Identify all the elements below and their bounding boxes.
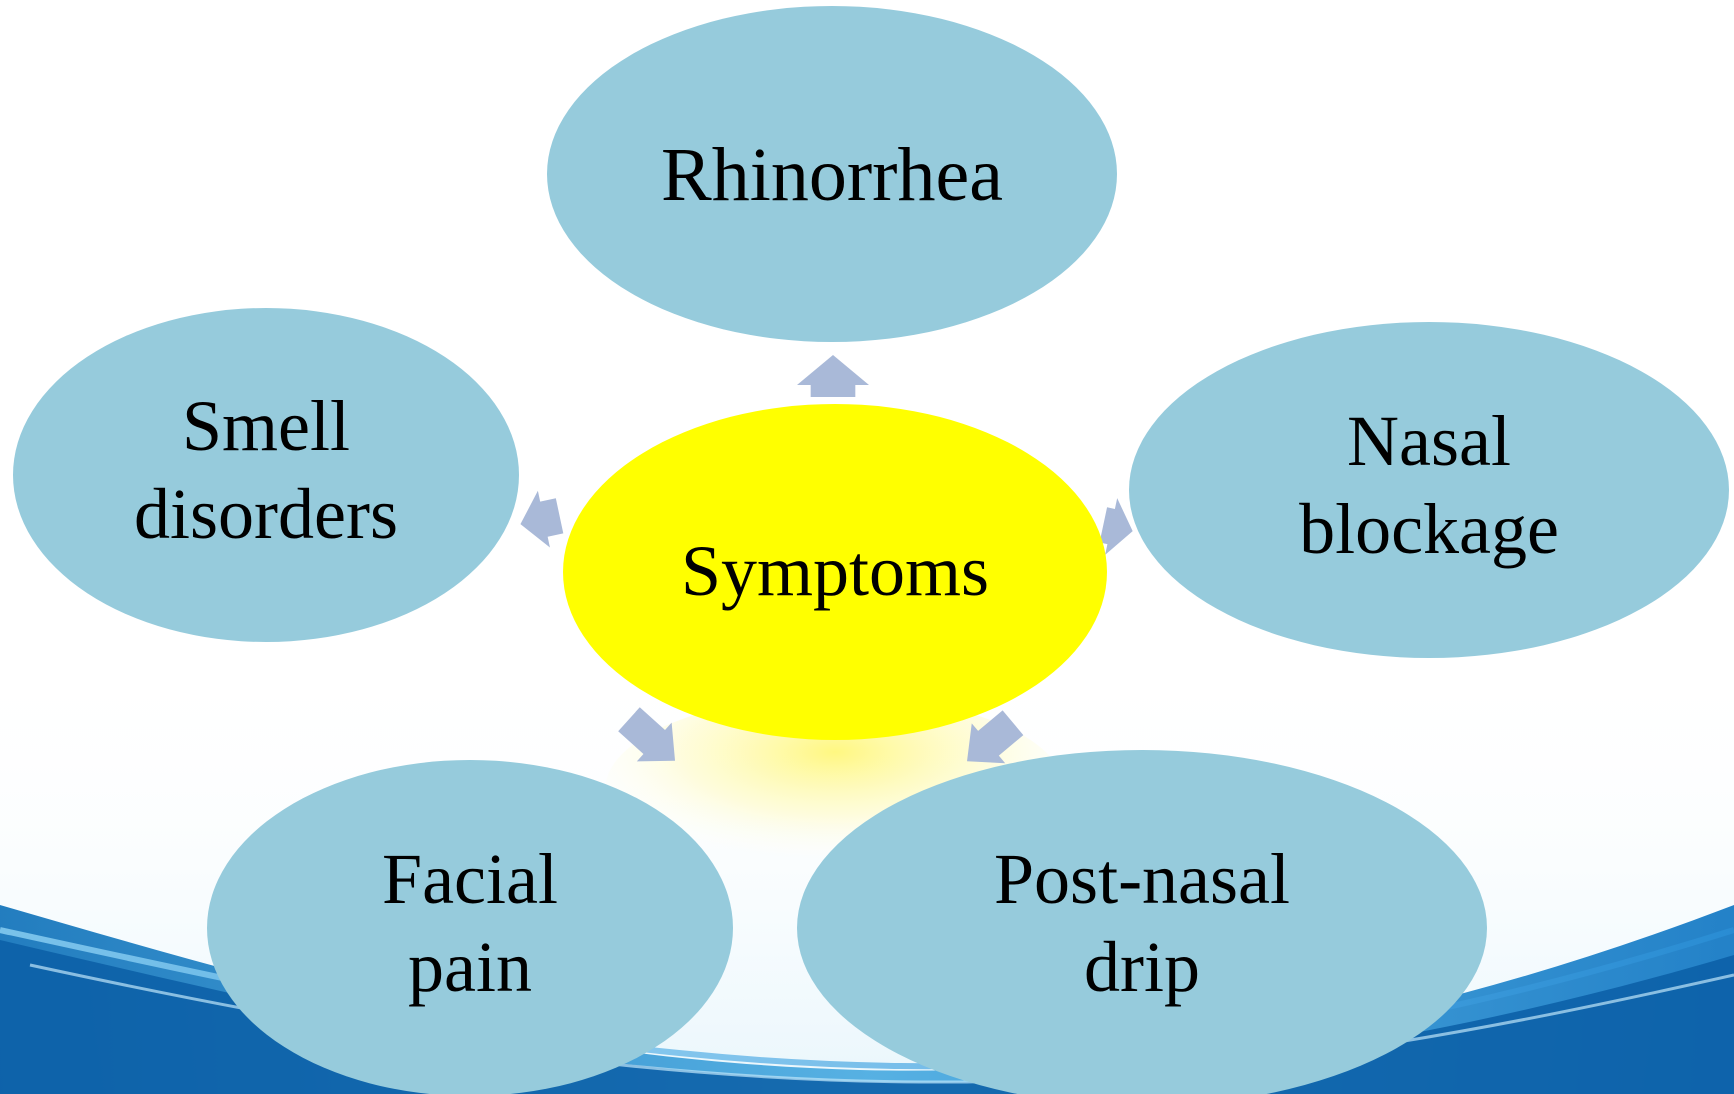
center-label: Symptoms	[681, 531, 989, 611]
arrow-to-rhinorrhea	[797, 355, 869, 397]
node-ellipse-post-nasal-drip	[797, 750, 1487, 1094]
node-rhinorrhea: Rhinorrhea	[547, 6, 1117, 342]
node-label-facial-pain-line-2: pain	[408, 927, 532, 1007]
node-label-nasal-blockage-line-2: blockage	[1299, 489, 1559, 569]
arrow-to-smell-disorders	[514, 487, 565, 552]
node-label-rhinorrhea-line-1: Rhinorrhea	[661, 133, 1003, 217]
node-label-smell-disorders-line-1: Smell	[182, 386, 350, 466]
node-label-post-nasal-drip-line-2: drip	[1084, 927, 1200, 1007]
node-label-smell-disorders-line-2: disorders	[134, 474, 398, 554]
node-label-nasal-blockage-line-1: Nasal	[1347, 401, 1511, 481]
node-label-facial-pain-line-1: Facial	[382, 839, 558, 919]
center-node: Symptoms	[563, 404, 1107, 740]
node-label-post-nasal-drip-line-1: Post-nasal	[994, 839, 1290, 919]
